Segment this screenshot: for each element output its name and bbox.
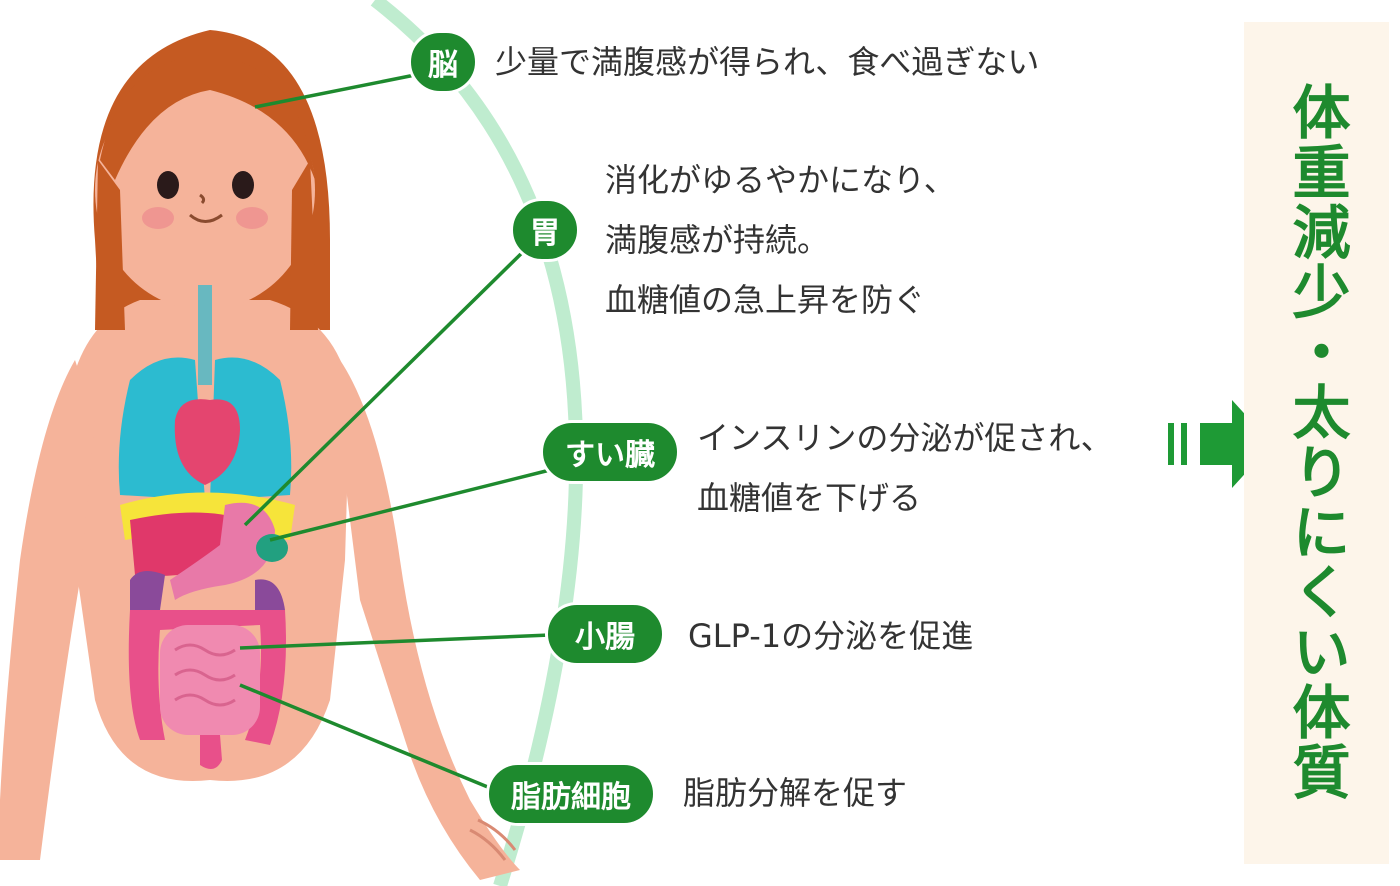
connector-lines	[239, 73, 551, 792]
label-pancreas: すい臓	[540, 420, 680, 484]
line-fat-cells	[239, 683, 496, 792]
desc-pancreas-line-1: インスリンの分泌が促され、	[697, 419, 1113, 457]
desc-stomach: 消化がゆるやかになり、 満腹感が持続。 血糖値の急上昇を防ぐ	[605, 150, 956, 330]
result-text: 体重減少・太りにくい体質	[1282, 82, 1351, 802]
desc-small-intestine: GLP-1の分泌を促進	[688, 606, 973, 666]
line-pancreas	[269, 468, 551, 542]
label-fat-cells: 脂肪細胞	[486, 762, 656, 826]
desc-pancreas: インスリンの分泌が促され、 血糖値を下げる	[697, 408, 1113, 528]
arrow-icon	[1168, 400, 1272, 488]
line-stomach	[243, 243, 532, 527]
desc-brain: 少量で満腹感が得られ、食べ過ぎない	[495, 32, 1039, 92]
desc-brain-line: 少量で満腹感が得られ、食べ過ぎない	[495, 43, 1040, 81]
label-brain: 脳	[408, 30, 478, 94]
desc-fat-cells: 脂肪分解を促す	[683, 763, 907, 823]
label-small-intestine: 小腸	[545, 602, 665, 666]
result-panel: 体重減少・太りにくい体質	[1244, 22, 1389, 864]
desc-small-intestine-line: GLP-1の分泌を促進	[688, 617, 974, 655]
desc-fat-cells-line: 脂肪分解を促す	[683, 774, 908, 812]
desc-pancreas-line-2: 血糖値を下げる	[697, 479, 922, 517]
organs	[118, 285, 295, 769]
line-brain	[254, 73, 416, 109]
line-small-intestine	[239, 633, 551, 650]
label-stomach: 胃	[510, 198, 580, 262]
desc-stomach-line-3: 血糖値の急上昇を防ぐ	[605, 281, 926, 319]
desc-stomach-line-2: 満腹感が持続。	[605, 221, 830, 259]
desc-stomach-line-1: 消化がゆるやかになり、	[605, 161, 956, 199]
